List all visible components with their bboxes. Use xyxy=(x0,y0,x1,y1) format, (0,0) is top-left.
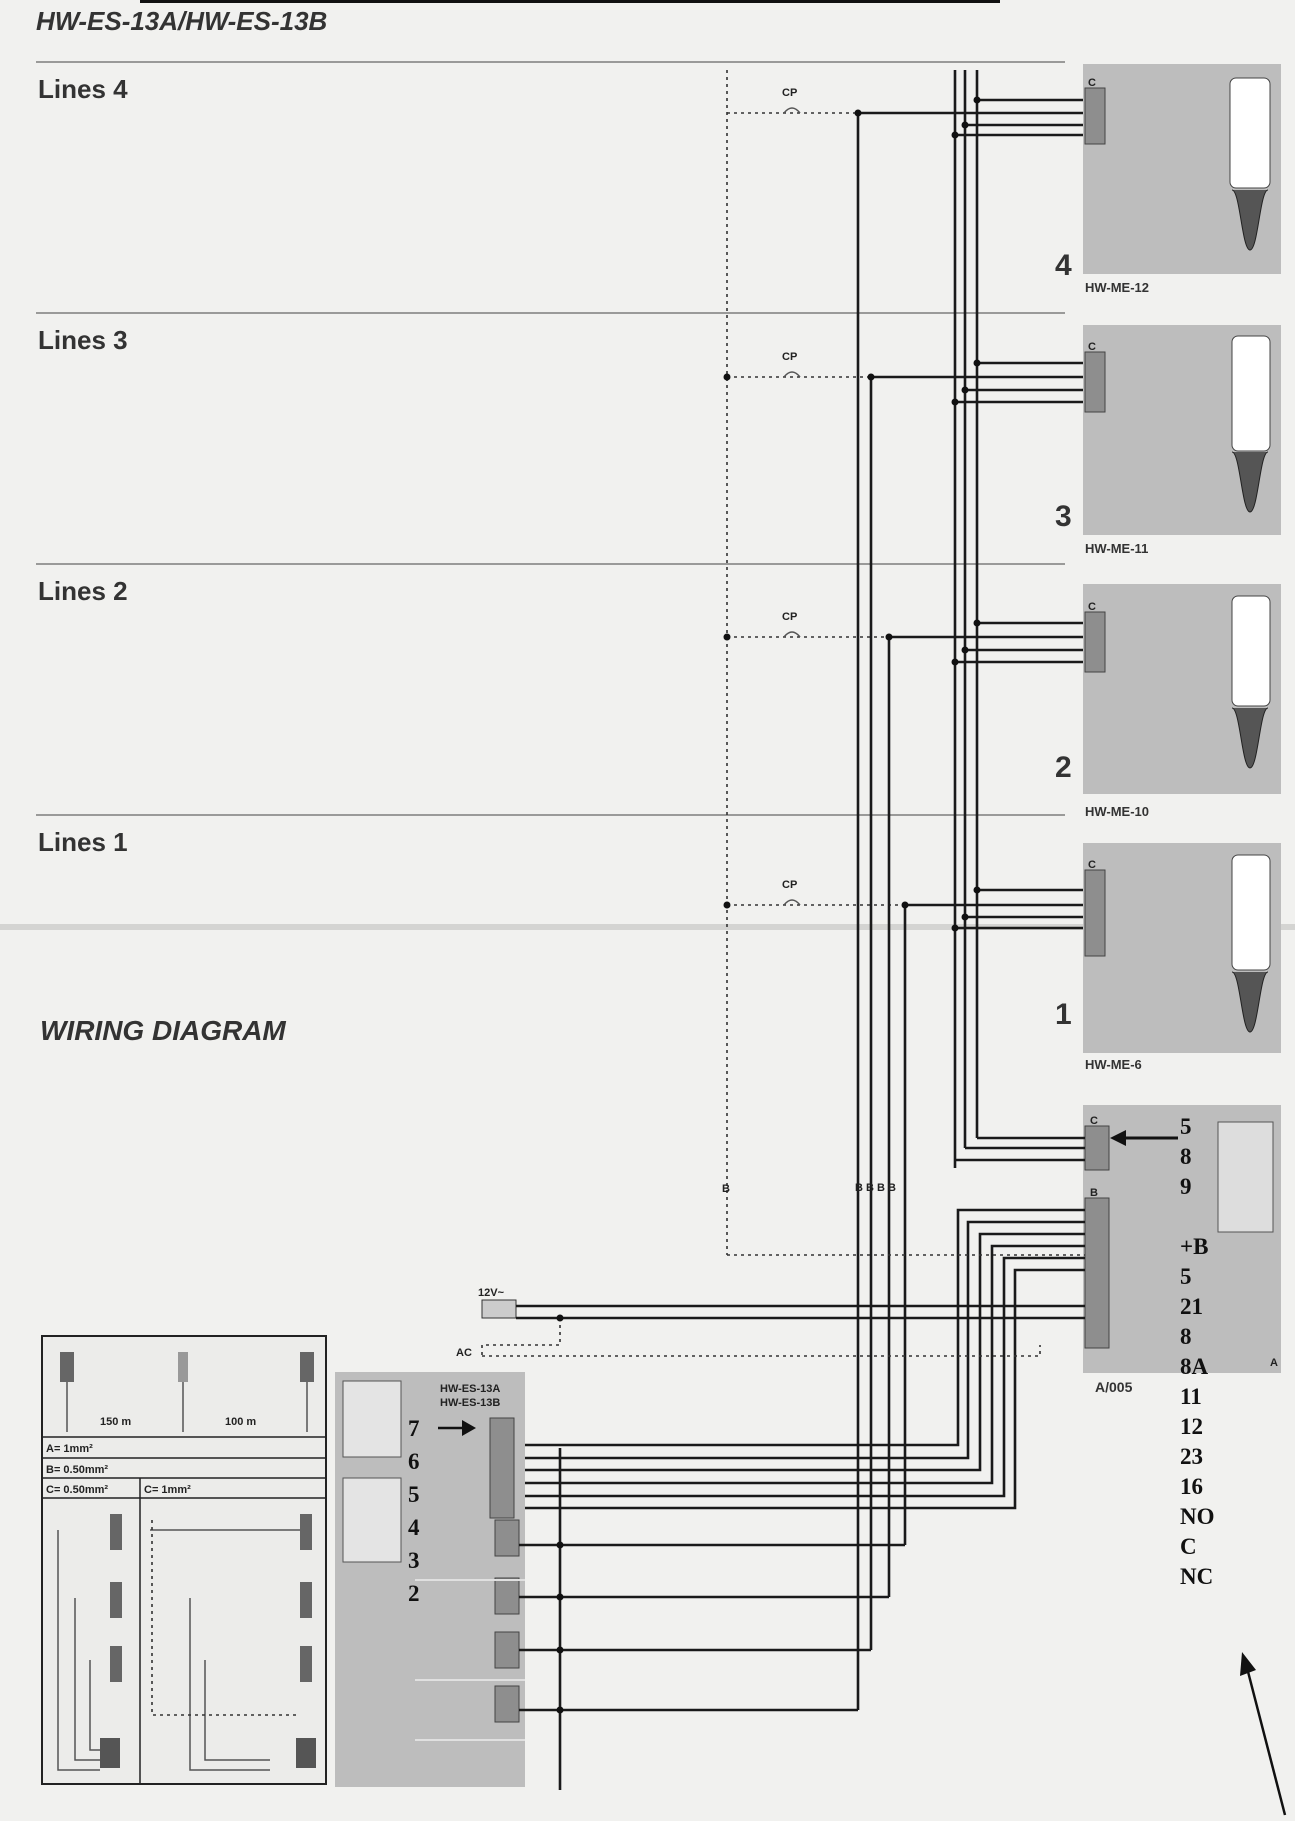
svg-text:B: B xyxy=(1090,1187,1098,1199)
controller-a005: C B A/005 A xyxy=(1083,1105,1281,1395)
svg-text:CP: CP xyxy=(782,611,797,623)
phone-1-wiring xyxy=(901,886,1083,932)
cp-switch-line-4: CP xyxy=(727,87,855,114)
controller-model: A/005 xyxy=(1095,1379,1133,1395)
svg-text:+B: +B xyxy=(1180,1234,1208,1259)
annotation-top-right: 5 8 9 xyxy=(1180,1114,1192,1199)
lines-2-label: Lines 2 xyxy=(38,576,128,606)
power-supply: 12V~ AC xyxy=(456,1287,1085,1359)
distance-1: 150 m xyxy=(100,1416,131,1428)
svg-text:CP: CP xyxy=(782,351,797,363)
top-rule xyxy=(140,0,1000,3)
svg-text:CP: CP xyxy=(782,87,797,99)
annotation-left-column: 7 6 5 4 3 2 xyxy=(408,1416,420,1606)
svg-text:23: 23 xyxy=(1180,1444,1203,1469)
svg-text:3: 3 xyxy=(408,1548,420,1573)
phone-2-wiring xyxy=(885,619,1083,666)
door-panel-hw-es-13: HW-ES-13A HW-ES-13B xyxy=(335,1372,525,1787)
svg-text:3: 3 xyxy=(1055,500,1072,533)
cp-switch-line-1: CP xyxy=(723,879,902,909)
wiring-diagram-label: WIRING DIAGRAM xyxy=(40,1015,286,1046)
svg-text:CP: CP xyxy=(782,879,797,891)
svg-text:HW-ES-13A: HW-ES-13A xyxy=(440,1383,500,1395)
phone-unit-2: C 2 HW-ME-10 xyxy=(1055,584,1281,819)
svg-text:C: C xyxy=(1090,1115,1098,1127)
svg-text:C: C xyxy=(1088,859,1096,871)
svg-text:16: 16 xyxy=(1180,1474,1203,1499)
svg-text:5: 5 xyxy=(408,1482,420,1507)
annotation-right-column: +B 5 21 8 8A 11 12 23 16 NO C NC xyxy=(1180,1234,1215,1589)
pointer-arrow xyxy=(1243,1659,1287,1816)
svg-text:1: 1 xyxy=(1055,998,1072,1031)
svg-text:C: C xyxy=(1180,1534,1197,1559)
wire-spec-c2: C= 1mm² xyxy=(144,1484,191,1496)
phone-unit-4: C 4 HW-ME-12 xyxy=(1055,64,1281,295)
svg-text:8: 8 xyxy=(1180,1324,1192,1349)
svg-text:7: 7 xyxy=(408,1416,420,1441)
page-title: HW-ES-13A/HW-ES-13B xyxy=(36,6,327,36)
phone-model-4: HW-ME-12 xyxy=(1085,280,1149,295)
svg-text:2: 2 xyxy=(408,1581,420,1606)
svg-text:C: C xyxy=(1088,341,1096,353)
wire-spec-a: A= 1mm² xyxy=(46,1443,93,1455)
lines-4-label: Lines 4 xyxy=(38,74,128,104)
svg-text:4: 4 xyxy=(1055,249,1072,282)
lines-1-label: Lines 1 xyxy=(38,827,128,857)
svg-text:6: 6 xyxy=(408,1449,420,1474)
phone-model-3: HW-ME-11 xyxy=(1085,541,1148,556)
svg-text:B B B B: B B B B xyxy=(855,1182,896,1194)
phone-unit-3: C 3 HW-ME-11 xyxy=(1055,325,1281,556)
svg-text:4: 4 xyxy=(408,1515,420,1540)
svg-text:9: 9 xyxy=(1180,1174,1192,1199)
svg-text:NC: NC xyxy=(1180,1564,1213,1589)
svg-text:HW-ES-13B: HW-ES-13B xyxy=(440,1397,500,1409)
svg-text:C: C xyxy=(1088,601,1096,613)
lines-3-label: Lines 3 xyxy=(38,325,128,355)
svg-text:12V~: 12V~ xyxy=(478,1287,505,1299)
svg-text:2: 2 xyxy=(1055,751,1072,784)
svg-text:NO: NO xyxy=(1180,1504,1215,1529)
wire-spec-b: B= 0.50mm² xyxy=(46,1464,108,1476)
phone-unit-1: C 1 HW-ME-6 xyxy=(1055,843,1281,1072)
svg-text:12: 12 xyxy=(1180,1414,1203,1439)
svg-text:8A: 8A xyxy=(1180,1354,1209,1379)
cp-switch-line-3: CP xyxy=(723,351,868,381)
distance-2: 100 m xyxy=(225,1416,256,1428)
phone-model-2: HW-ME-10 xyxy=(1085,804,1149,819)
wire-spec-c: C= 0.50mm² xyxy=(46,1484,108,1496)
svg-text:B: B xyxy=(722,1183,730,1195)
svg-text:5: 5 xyxy=(1180,1114,1192,1139)
phone-3-wiring xyxy=(867,359,1083,406)
svg-text:5: 5 xyxy=(1180,1264,1192,1289)
svg-text:A: A xyxy=(1270,1357,1278,1369)
svg-text:11: 11 xyxy=(1180,1384,1202,1409)
cp-switch-line-2: CP xyxy=(723,611,886,641)
specification-inset: 150 m 100 m A= 1mm² B= 0.50mm² C= 0.50mm… xyxy=(41,1335,327,1785)
phone-4-wiring xyxy=(854,96,1083,139)
svg-text:C: C xyxy=(1088,77,1096,89)
svg-text:21: 21 xyxy=(1180,1294,1203,1319)
phone-model-1: HW-ME-6 xyxy=(1085,1057,1142,1072)
svg-text:AC: AC xyxy=(456,1347,472,1359)
svg-text:8: 8 xyxy=(1180,1144,1192,1169)
